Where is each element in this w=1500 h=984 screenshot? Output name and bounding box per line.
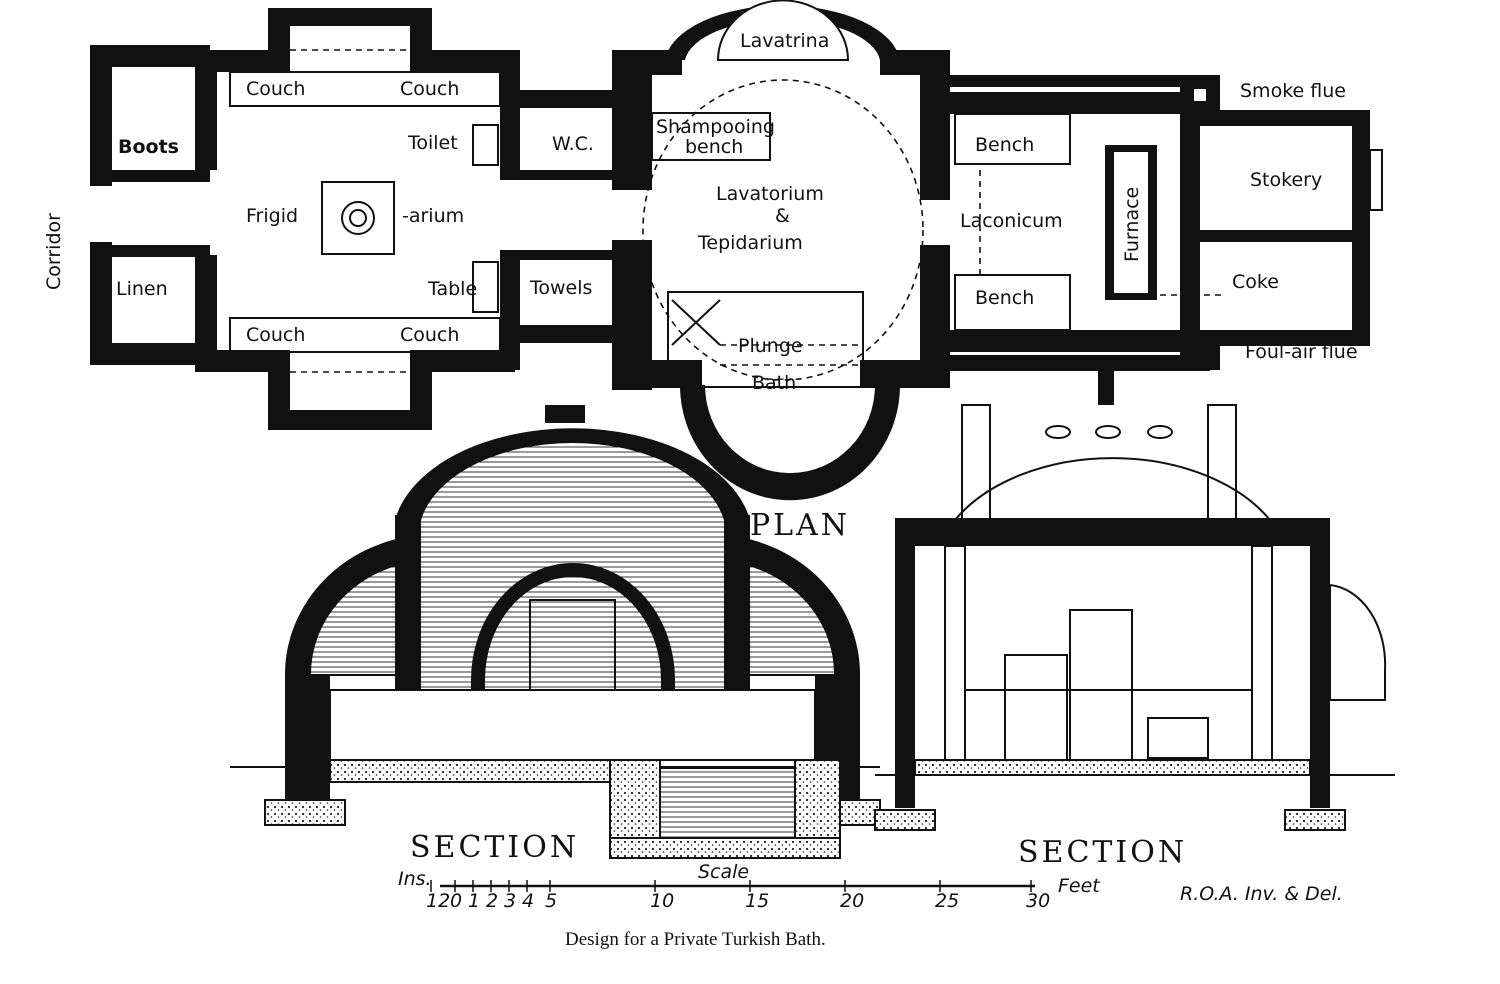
stokery-walls xyxy=(1160,75,1383,370)
tepidarium-walls xyxy=(612,0,950,501)
scale-title: Scale xyxy=(698,861,749,883)
label-ampersand: & xyxy=(775,205,790,227)
label-furnace: Furnace xyxy=(1121,187,1143,262)
left-section-heading: SECTION xyxy=(410,830,579,865)
label-couch: Couch xyxy=(246,78,305,100)
label-shampooing: Shampooing xyxy=(656,116,775,138)
frigidarium-walls xyxy=(195,8,520,430)
vestibule-walls xyxy=(88,45,210,365)
scale-tick-label: 2 xyxy=(486,890,498,912)
scale-inches-label: Ins. xyxy=(398,868,432,890)
label-frigid: Frigid xyxy=(246,205,298,227)
label-smoke-flue: Smoke flue xyxy=(1240,80,1346,102)
label-arium: -arium xyxy=(402,205,464,227)
label-coke: Coke xyxy=(1232,271,1279,293)
label-bath: Bath xyxy=(752,372,796,394)
label-bench: bench xyxy=(685,136,743,158)
label-linen: Linen xyxy=(116,278,168,300)
scale-tick-label: 30 xyxy=(1026,890,1050,912)
right-section-drawing: SECTION xyxy=(874,355,1395,870)
label-stokery: Stokery xyxy=(1250,169,1322,191)
scale-unit: Feet xyxy=(1058,875,1101,897)
label-foul-air-flue: Foul-air flue xyxy=(1245,341,1358,363)
scale-tick-label: 1 xyxy=(468,890,480,912)
scale-tick-label: 20 xyxy=(840,890,864,912)
label-plunge: Plunge xyxy=(738,335,803,357)
scale-tick-label: 25 xyxy=(935,890,959,912)
scale-tick-label: 15 xyxy=(745,890,769,912)
drawing-caption: Design for a Private Turkish Bath. xyxy=(565,929,826,950)
scale-tick-label: 10 xyxy=(650,890,674,912)
towels-wc-walls xyxy=(515,90,635,343)
signature: R.O.A. Inv. & Del. xyxy=(1180,883,1343,905)
floor-plan: Corridor Boots Linen Couch Couch Couch C… xyxy=(43,0,1383,543)
plan-heading: PLAN xyxy=(750,508,850,543)
label-couch: Couch xyxy=(400,324,459,346)
label-wc: W.C. xyxy=(552,133,594,155)
left-section-drawing: SECTION xyxy=(230,405,881,865)
label-couch: Couch xyxy=(400,78,459,100)
label-corridor: Corridor xyxy=(43,213,65,290)
label-boots: Boots xyxy=(118,136,179,158)
label-table: Table xyxy=(427,278,477,300)
scale-tick-label: 5 xyxy=(545,890,557,912)
label-couch: Couch xyxy=(246,324,305,346)
label-bench-bottom: Bench xyxy=(975,287,1034,309)
label-towels: Towels xyxy=(529,277,592,299)
scale-tick-label: 3 xyxy=(504,890,516,912)
plan-labels: Corridor Boots Linen Couch Couch Couch C… xyxy=(43,30,1358,394)
laconicum-walls xyxy=(940,75,1210,371)
label-bench-top: Bench xyxy=(975,134,1034,156)
scale-tick-label: 4 xyxy=(522,890,534,912)
label-tepidarium: Tepidarium xyxy=(697,232,803,254)
label-lavatrina: Lavatrina xyxy=(740,30,829,52)
scale-tick-label: 0 xyxy=(450,890,462,912)
label-toilet: Toilet xyxy=(407,132,458,154)
label-laconicum: Laconicum xyxy=(960,210,1063,232)
label-lavatorium: Lavatorium xyxy=(716,183,824,205)
scale-tick-label: 12 xyxy=(426,890,450,912)
right-section-heading: SECTION xyxy=(1018,835,1187,870)
